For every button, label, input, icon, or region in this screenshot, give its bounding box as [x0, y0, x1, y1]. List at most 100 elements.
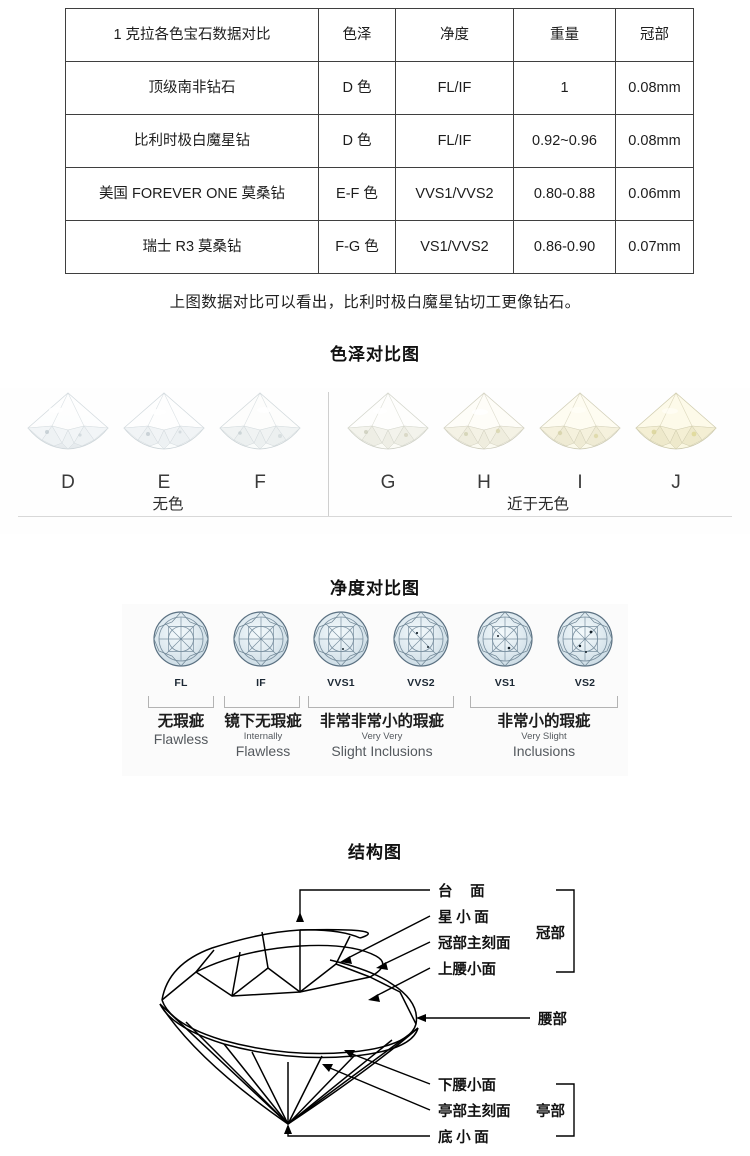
clarity-item-vs1: VS1: [474, 608, 536, 689]
cell-weight: 0.86-0.90: [513, 220, 616, 274]
cell-color: E-F 色: [318, 167, 396, 221]
annotation-girdle: 腰部: [538, 1012, 567, 1028]
annotation-crown-main-facet: 冠部主刻面: [438, 936, 511, 952]
table-row: 顶级南非钻石 D 色 FL/IF 1 0.08mm: [65, 61, 694, 115]
clarity-code: VVS1: [327, 677, 355, 689]
column-header-weight: 重量: [513, 8, 616, 62]
gem-label: I: [577, 472, 583, 493]
clarity-desc-internally-flawless: 镜下无瑕疵 Internally Flawless: [216, 712, 310, 759]
spec-table-container: 1 克拉各色宝石数据对比 色泽 净度 重量 冠部 顶级南非钻石 D 色 FL/I…: [65, 8, 694, 274]
color-group-name: 无色: [152, 496, 184, 513]
clarity-code: VS2: [574, 677, 596, 689]
cell-clarity: FL/IF: [395, 114, 514, 168]
clarity-code: VS1: [494, 677, 516, 689]
diamond-side-icon: [27, 392, 109, 450]
clarity-item-fl: FL: [150, 608, 212, 689]
clarity-item-vvs1: VVS1: [310, 608, 372, 689]
cell-crown: 0.06mm: [615, 167, 694, 221]
color-group-colorless: D E: [12, 388, 324, 516]
group-label-pavilion: 亭部: [536, 1104, 565, 1120]
annotation-star-facet: 星 小 面: [438, 910, 489, 926]
gem-label: D: [61, 472, 75, 493]
table-header-row: 1 克拉各色宝石数据对比 色泽 净度 重量 冠部: [65, 8, 694, 62]
clarity-desc-zh: 镜下无瑕疵: [224, 713, 302, 730]
annotation-lower-girdle-facet: 下腰小面: [438, 1078, 496, 1094]
clarity-desc-en: Flawless: [153, 731, 209, 748]
round-brilliant-icon: [153, 611, 209, 667]
clarity-desc-flawless: 无瑕疵 Flawless: [138, 712, 224, 748]
gem-label: H: [477, 472, 491, 493]
column-header-color: 色泽: [318, 8, 396, 62]
cell-clarity: VVS1/VVS2: [395, 167, 514, 221]
gem-label: F: [254, 472, 266, 493]
cell-weight: 0.80-0.88: [513, 167, 616, 221]
gem-label: J: [671, 472, 681, 493]
gem-row: G H: [336, 388, 740, 493]
gem-cell-j: J: [628, 388, 724, 493]
annotation-culet: 底 小 面: [438, 1130, 489, 1146]
clarity-desc-en-small: Very Very: [361, 731, 403, 743]
diamond-side-icon: [635, 392, 717, 450]
cell-crown: 0.08mm: [615, 114, 694, 168]
gem-row: D E: [12, 388, 324, 493]
section-title-color: 色泽对比图: [330, 345, 420, 364]
annotation-pavilion-main-facet: 亭部主刻面: [438, 1104, 511, 1120]
diamond-side-icon: [539, 392, 621, 450]
diamond-side-icon: [219, 392, 301, 450]
cell-weight: 1: [513, 61, 616, 115]
annotation-table-facet: 台 面: [438, 884, 492, 900]
gem-cell-g: G: [340, 388, 436, 493]
clarity-desc-zh: 非常小的瑕疵: [497, 713, 591, 730]
clarity-code: FL: [174, 677, 188, 689]
clarity-bracket: [224, 696, 300, 708]
diamond-side-icon: [123, 392, 205, 450]
table-caption: 上图数据对比可以看出，比利时极白魔星钻切工更像钻石。: [169, 294, 581, 311]
diamond-structure-drawing: [159, 889, 575, 1137]
table-row: 瑞士 R3 莫桑钻 F-G 色 VS1/VVS2 0.86-0.90 0.07m…: [65, 220, 694, 274]
round-brilliant-icon: [393, 611, 449, 667]
clarity-code: VVS2: [407, 677, 435, 689]
gem-cell-e: E: [116, 388, 212, 493]
table-row: 比利时极白魔星钻 D 色 FL/IF 0.92~0.96 0.08mm: [65, 114, 694, 168]
gem-cell-f: F: [212, 388, 308, 493]
clarity-bracket: [470, 696, 618, 708]
clarity-item-if: IF: [230, 608, 292, 689]
clarity-desc-en-small: Very Slight: [521, 731, 567, 743]
clarity-item-vvs2: VVS2: [390, 608, 452, 689]
section-title-structure: 结构图: [348, 843, 402, 862]
clarity-desc-zh: 无瑕疵: [157, 713, 205, 730]
cell-color: D 色: [318, 114, 396, 168]
panel-baseline: [18, 516, 732, 517]
column-header-clarity: 净度: [395, 8, 514, 62]
color-group-near-colorless: G H: [336, 388, 740, 516]
clarity-item-vs2: VS2: [554, 608, 616, 689]
gem-label: E: [157, 472, 171, 493]
cell-name: 比利时极白魔星钻: [65, 114, 319, 168]
cell-name: 瑞士 R3 莫桑钻: [65, 220, 319, 274]
column-header-crown: 冠部: [615, 8, 694, 62]
clarity-bracket: [308, 696, 454, 708]
clarity-desc-vs: 非常小的瑕疵 Very Slight Inclusions: [468, 712, 620, 759]
clarity-desc-en: Slight Inclusions: [331, 742, 433, 759]
round-brilliant-icon: [313, 611, 369, 667]
cell-name: 顶级南非钻石: [65, 61, 319, 115]
round-brilliant-icon: [557, 611, 613, 667]
cell-clarity: FL/IF: [395, 61, 514, 115]
cell-crown: 0.08mm: [615, 61, 694, 115]
gem-cell-i: I: [532, 388, 628, 493]
round-brilliant-icon: [477, 611, 533, 667]
structure-diagram: 台 面 星 小 面 冠部主刻面 上腰小面 腰部 下腰小面 亭部主刻面 底 小 面…: [0, 872, 750, 1156]
cell-weight: 0.92~0.96: [513, 114, 616, 168]
column-header-name: 1 克拉各色宝石数据对比: [65, 8, 319, 62]
color-comparison-panel: D E: [0, 388, 750, 534]
clarity-desc-vvs: 非常非常小的瑕疵 Very Very Slight Inclusions: [306, 712, 458, 759]
gem-label: G: [380, 472, 396, 493]
clarity-desc-en: Flawless: [235, 742, 291, 759]
cell-crown: 0.07mm: [615, 220, 694, 274]
group-label-crown: 冠部: [536, 926, 565, 942]
cell-name: 美国 FOREVER ONE 莫桑钻: [65, 167, 319, 221]
spec-table: 1 克拉各色宝石数据对比 色泽 净度 重量 冠部 顶级南非钻石 D 色 FL/I…: [65, 8, 694, 274]
diamond-side-icon: [443, 392, 525, 450]
cell-color: D 色: [318, 61, 396, 115]
annotation-upper-girdle-facet: 上腰小面: [438, 962, 496, 978]
